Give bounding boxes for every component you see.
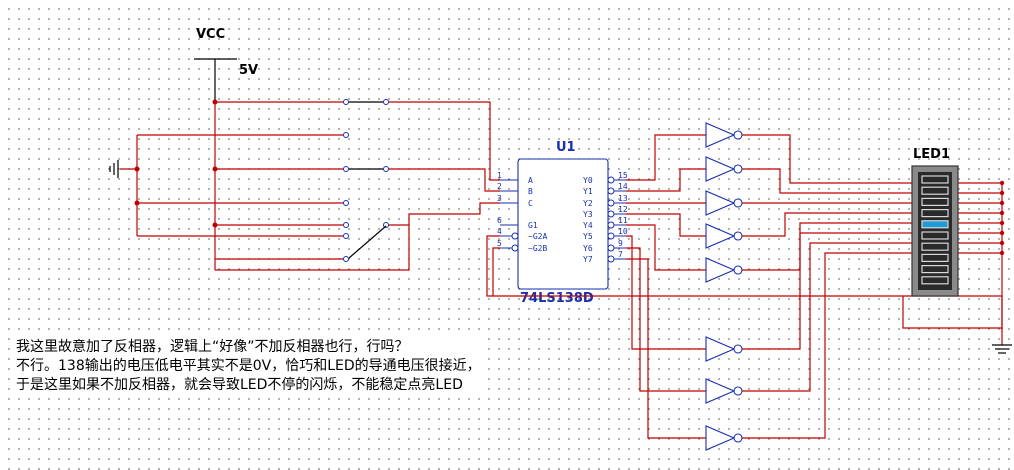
ic-output-bubble — [607, 210, 615, 218]
ic-output-label: Y2 — [583, 199, 593, 208]
ic-input-bubble — [511, 232, 519, 240]
ground-symbol-right[interactable] — [992, 330, 1012, 354]
ic-output-pin-number: 7 — [618, 250, 623, 259]
ic-input-bubble — [511, 244, 519, 252]
switch-row-6[interactable] — [137, 233, 349, 239]
ic-input-pin-number: 3 — [497, 194, 502, 203]
ic-ref-label: U1 — [556, 140, 576, 155]
ic-input-pins: A 1B 2C 3G1 6 ~G2A 4 ~G2B 5 — [497, 171, 547, 253]
led-segment — [921, 197, 949, 206]
ic-output-pin-number: 9 — [618, 239, 623, 248]
junction-dots — [134, 99, 218, 228]
ic-output-label: Y7 — [583, 255, 593, 264]
note-line-2: 不行。138输出的电压低电平其实不是0V，恰巧和LED的导通电压很接近， — [16, 358, 481, 374]
led-junction-dot — [999, 220, 1005, 226]
ic-output-pin-number: 10 — [618, 227, 628, 236]
led-segment — [921, 253, 949, 262]
annotation-note: 我这里故意加了反相器，逻辑上“好像”不加反相器也行，行吗？ 不行。138输出的电… — [14, 338, 483, 395]
ic-output-bubble — [607, 199, 615, 207]
led-junction-dot — [999, 210, 1005, 216]
led-return-wires — [902, 180, 1005, 330]
ic-output-bubble — [607, 221, 615, 229]
ic-output-bubble — [607, 232, 615, 240]
ic-output-bubble — [607, 244, 615, 252]
ic-output-label: Y0 — [583, 176, 593, 185]
inverter[interactable] — [626, 156, 912, 194]
switch-row-2[interactable] — [137, 132, 349, 138]
note-line-1: 我这里故意加了反相器，逻辑上“好像”不加反相器也行，行吗？ — [16, 339, 409, 355]
ic-output-pin-number: 12 — [618, 205, 628, 214]
ic-input-pin-number: 6 — [497, 216, 502, 225]
ic-input-label: G1 — [528, 221, 538, 230]
switch-row-3[interactable] — [215, 166, 500, 192]
led-junction-dot — [999, 250, 1005, 256]
ic-input-label: A — [528, 176, 533, 185]
inverter[interactable] — [626, 212, 912, 249]
led-segment — [921, 175, 949, 184]
ic-output-pin-number: 15 — [618, 171, 628, 180]
ic-output-label: Y3 — [583, 210, 593, 219]
inverter[interactable] — [626, 190, 912, 216]
ic-output-bubble — [607, 187, 615, 195]
ic-output-label: Y5 — [583, 232, 593, 241]
ic-input-pin-number: 4 — [497, 227, 502, 236]
ic-output-pin-number: 13 — [618, 194, 628, 203]
led-bargraph[interactable] — [911, 165, 959, 297]
inverter[interactable] — [626, 252, 912, 451]
vcc-label: VCC — [196, 27, 225, 42]
ic-output-label: Y6 — [583, 244, 593, 253]
ic-input-label: ~G2B — [528, 244, 547, 253]
ic-output-pin-number: 11 — [618, 216, 628, 225]
switch-row-5[interactable] — [215, 202, 500, 228]
ic-output-label: Y4 — [583, 221, 593, 230]
ground-symbol-left[interactable] — [109, 160, 137, 178]
ic-output-pin-number: 14 — [618, 182, 628, 191]
led-junction-dot — [999, 240, 1005, 246]
ic-input-label: ~G2A — [528, 232, 547, 241]
led-segment — [921, 276, 949, 285]
led-junction-dot — [999, 190, 1005, 196]
led-segment — [921, 265, 949, 274]
ic-input-pin-number: 1 — [497, 171, 502, 180]
led-segment — [921, 209, 949, 218]
led-segment-lit — [921, 220, 949, 229]
led-junction-dot — [999, 230, 1005, 236]
switch-row-1[interactable] — [215, 99, 500, 181]
switch-row-7[interactable] — [215, 225, 410, 271]
switch-row-4[interactable] — [137, 200, 500, 206]
led-segment — [921, 186, 949, 195]
led-junction-dot — [999, 200, 1005, 206]
inverter[interactable] — [626, 232, 912, 362]
led-junction-dot — [999, 180, 1005, 186]
ic-input-pin-number: 2 — [497, 182, 502, 191]
led-segment — [921, 242, 949, 251]
led-segment — [921, 231, 949, 240]
enable-g2b-wire — [492, 247, 500, 296]
ic-output-label: Y1 — [583, 187, 593, 196]
ic-input-label: C — [528, 199, 533, 208]
ic-output-bubble — [607, 176, 615, 184]
ic-input-pin-number: 5 — [497, 239, 502, 248]
inverter-group — [626, 122, 912, 451]
ic-input-label: B — [528, 187, 533, 196]
inverter[interactable] — [626, 122, 912, 184]
vcc-voltage-label: 5V — [239, 63, 258, 78]
vcc-source[interactable] — [194, 58, 237, 102]
ic-part-label: 74LS138D — [520, 291, 594, 306]
inverter[interactable] — [626, 242, 912, 404]
note-line-3: 于是这里如果不加反相器，就会导致LED不停的闪烁，不能稳定点亮LED — [16, 377, 463, 393]
ic-output-bubble — [607, 255, 615, 263]
led-ref-label: LED1 — [913, 147, 950, 162]
